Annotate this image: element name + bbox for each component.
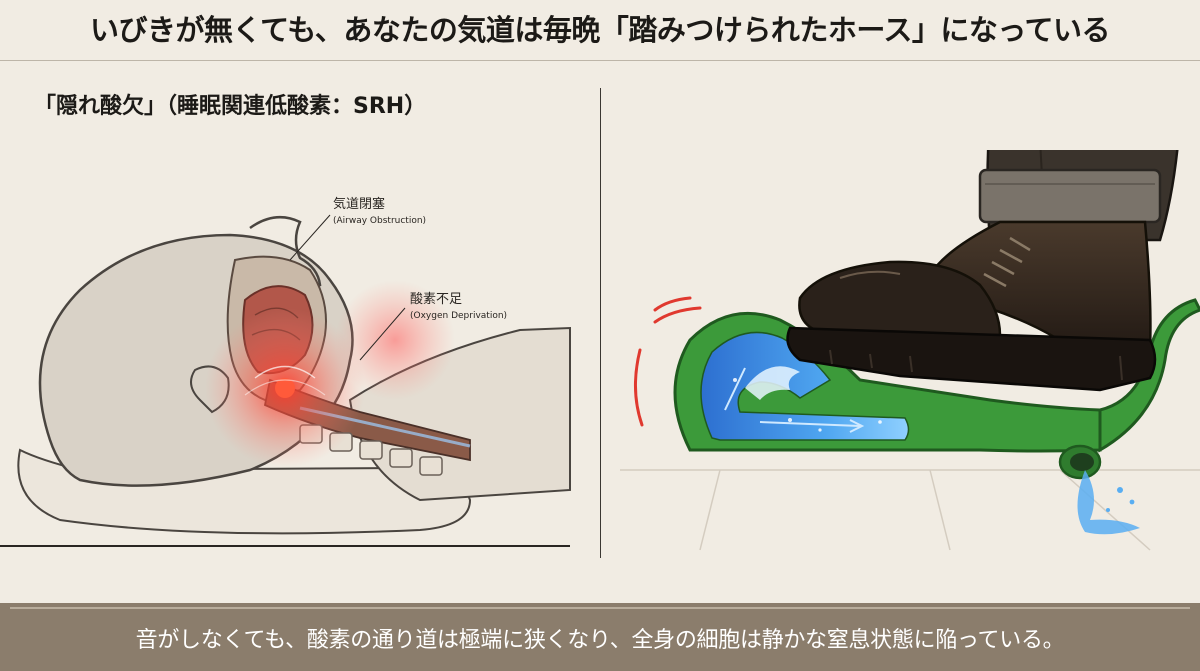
illustration-area: 気道閉塞 (Airway Obstruction) 酸素不足 (Oxygen D… bbox=[0, 150, 1200, 590]
title-divider bbox=[0, 60, 1200, 61]
caption-text: 音がしなくても、酸素の通り道は極端に狭くなり、全身の細胞は静かな窒息状態に陥って… bbox=[10, 607, 1190, 667]
sleeping-head-illustration: 気道閉塞 (Airway Obstruction) 酸素不足 (Oxygen D… bbox=[0, 196, 571, 547]
label-airway-obstruction-jp: 気道閉塞 bbox=[333, 196, 385, 212]
left-panel-heading: 「隠れ酸欠」（睡眠関連低酸素：SRH） bbox=[34, 94, 427, 119]
page-title: いびきが無くても、あなたの気道は毎晩「踏みつけられたホース」になっている bbox=[90, 13, 1110, 47]
caption-bar: 音がしなくても、酸素の通り道は極端に狭くなり、全身の細胞は静かな窒息状態に陥って… bbox=[0, 603, 1200, 671]
label-airway-obstruction-en: (Airway Obstruction) bbox=[333, 216, 426, 226]
label-oxygen-deprivation-jp: 酸素不足 bbox=[410, 292, 462, 307]
panel-divider bbox=[600, 88, 601, 558]
illustrations: 気道閉塞 (Airway Obstruction) 酸素不足 (Oxygen D… bbox=[0, 150, 1200, 551]
label-oxygen-deprivation-en: (Oxygen Deprivation) bbox=[410, 311, 507, 321]
boot-on-hose-illustration bbox=[620, 150, 1200, 551]
